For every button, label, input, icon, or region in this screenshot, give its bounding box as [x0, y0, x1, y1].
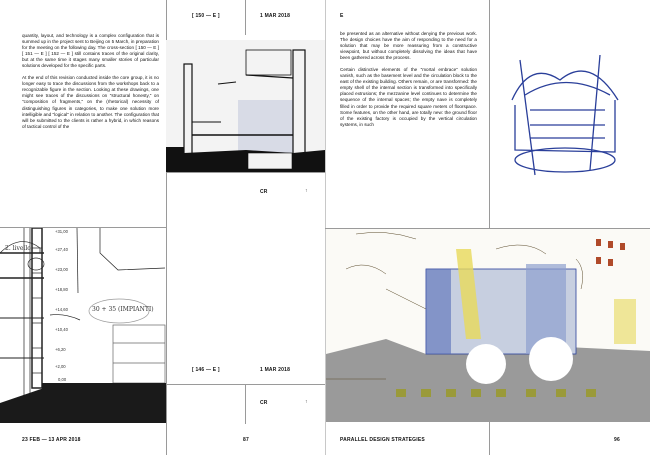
- elevation-label: +14,60: [55, 307, 68, 312]
- elevation-label: 0,00: [58, 377, 67, 382]
- footer-title: PARALLEL DESIGN STRATEGIES: [340, 437, 425, 443]
- figure-date: 1 MAR 2018: [260, 367, 291, 373]
- elevation-label: +31,00: [55, 229, 68, 234]
- section-divider: [0, 227, 166, 228]
- tag-divider: [245, 0, 246, 35]
- footer-dates: 23 FEB — 13 APR 2018: [22, 437, 81, 443]
- concept-sketch: [511, 54, 619, 176]
- figure-date: 1 MAR 2018: [260, 13, 291, 19]
- figure-ref: [ 146 — E ]: [192, 367, 220, 373]
- gutter-divider: [325, 0, 326, 455]
- page-number: 96: [614, 437, 620, 443]
- section-sketch: [326, 229, 650, 422]
- sketch-note: 30 + 35 (IMPIANTI): [92, 306, 154, 313]
- cross-section-drawing: [166, 40, 325, 172]
- svg-text:2. livello: 2. livello: [5, 245, 31, 252]
- elevation-label: +2,00: [55, 364, 66, 369]
- paragraph: At the end of this revision conducted in…: [22, 75, 159, 129]
- elevation-sketch: 2. livello: [0, 228, 166, 423]
- elevation-label: +10,40: [55, 327, 68, 332]
- page-number: 87: [243, 437, 249, 443]
- page-divider: [166, 0, 167, 455]
- north-arrow-icon: ↑: [305, 399, 308, 405]
- north-arrow-icon: ↑: [305, 188, 308, 194]
- elevation-label: +18,80: [55, 287, 68, 292]
- tag-divider: [245, 384, 246, 424]
- paragraph: Certain distinctive elements of the "mor…: [340, 67, 477, 127]
- left-body-text: quantity, layout, and technology is a co…: [22, 33, 159, 136]
- figure-code: CR: [260, 189, 268, 195]
- section-divider: [325, 228, 650, 229]
- figure-ref: [ 150 — E ]: [192, 13, 220, 19]
- elevation-label: +6,20: [55, 347, 66, 352]
- page-divider: [489, 0, 490, 455]
- right-body-text: be presented as an alternative without d…: [340, 31, 477, 134]
- elevation-label: +23,00: [55, 267, 68, 272]
- paragraph: be presented as an alternative without d…: [340, 31, 477, 61]
- section-divider: [166, 172, 325, 173]
- section-divider: [166, 384, 325, 385]
- figure-code: CR: [260, 400, 268, 406]
- elevation-label: +27,40: [55, 247, 68, 252]
- paragraph: quantity, layout, and technology is a co…: [22, 33, 159, 69]
- section-letter: E: [340, 13, 344, 19]
